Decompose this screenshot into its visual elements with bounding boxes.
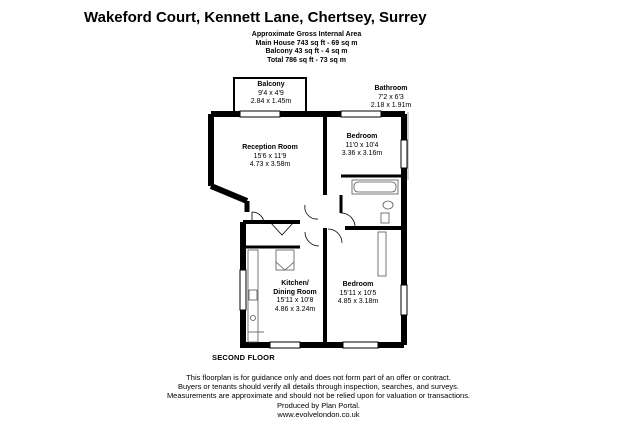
- kitchen-unit: [275, 249, 295, 271]
- bedroom2-side-window: [400, 284, 408, 316]
- entry-door-swing: [251, 211, 265, 223]
- reception-wall-angled: [209, 183, 249, 204]
- bathtub: [351, 179, 399, 195]
- area-total: Total 786 sq ft - 73 sq m: [267, 56, 346, 64]
- room-label-bedroom-2: Bedroom 15'11 x 10'5 4.85 x 3.18m: [337, 281, 379, 305]
- disclaimer-line-2: Buyers or tenants should verify all deta…: [178, 382, 459, 392]
- cupboard-door-swing: [269, 221, 295, 236]
- producer-credit: Produced by Plan Portal.: [277, 400, 360, 410]
- bathtub-inner: [353, 181, 397, 193]
- sink: [248, 289, 258, 301]
- bedroom1-side-window: [400, 139, 408, 169]
- kitchen-window-bottom: [269, 341, 301, 349]
- kitchen-worktop: [247, 249, 259, 343]
- bedroom2-door-swing: [327, 228, 343, 244]
- basin: [380, 212, 390, 224]
- room-label-balcony: Balcony 9'4 x 4'9 2.84 x 1.45m: [250, 81, 292, 105]
- room-label-bedroom-1: Bedroom 11'0 x 10'4 3.36 x 3.16m: [341, 133, 383, 157]
- disclaimer: This floorplan is for guidance only and …: [0, 373, 619, 419]
- disclaimer-line-1: This floorplan is for guidance only and …: [186, 373, 451, 382]
- hob: [250, 315, 256, 321]
- bedroom1-window: [340, 110, 382, 118]
- area-heading: Approximate Gross Internal Area: [251, 31, 362, 38]
- floor-label: SECOND FLOOR: [212, 353, 275, 362]
- disclaimer-line-3: Measurements are approximate and should …: [166, 391, 471, 401]
- area-summary: Approximate Gross Internal Area Main Hou…: [0, 31, 619, 65]
- bedroom2-window-bottom: [342, 341, 379, 349]
- website-url: www.evolvelondon.co.uk: [277, 409, 360, 419]
- kitchen-door-swing: [304, 231, 320, 247]
- kitchen-unit-detail: [275, 261, 295, 271]
- kitchen-window-left: [239, 269, 247, 311]
- property-title: Wakeford Court, Kennett Lane, Chertsey, …: [84, 9, 427, 26]
- room-label-bathroom: Bathroom 7'2 x 6'3 2.18 x 1.91m: [370, 85, 412, 109]
- toilet: [382, 200, 394, 210]
- reception-door-swing: [304, 204, 319, 220]
- area-balcony: Balcony 43 sq ft - 4 sq m: [265, 48, 348, 55]
- area-main-house: Main House 743 sq ft - 69 sq m: [255, 39, 358, 47]
- bedroom1-door-swing: [340, 212, 356, 229]
- room-label-kitchen: Kitchen/ Dining Room 15'11 x 10'8 4.86 x…: [273, 280, 317, 313]
- reception-window: [239, 110, 281, 118]
- room-label-reception: Reception Room 15'6 x 11'9 4.73 x 3.58m: [242, 144, 298, 168]
- bedroom2-wardrobe: [377, 231, 387, 277]
